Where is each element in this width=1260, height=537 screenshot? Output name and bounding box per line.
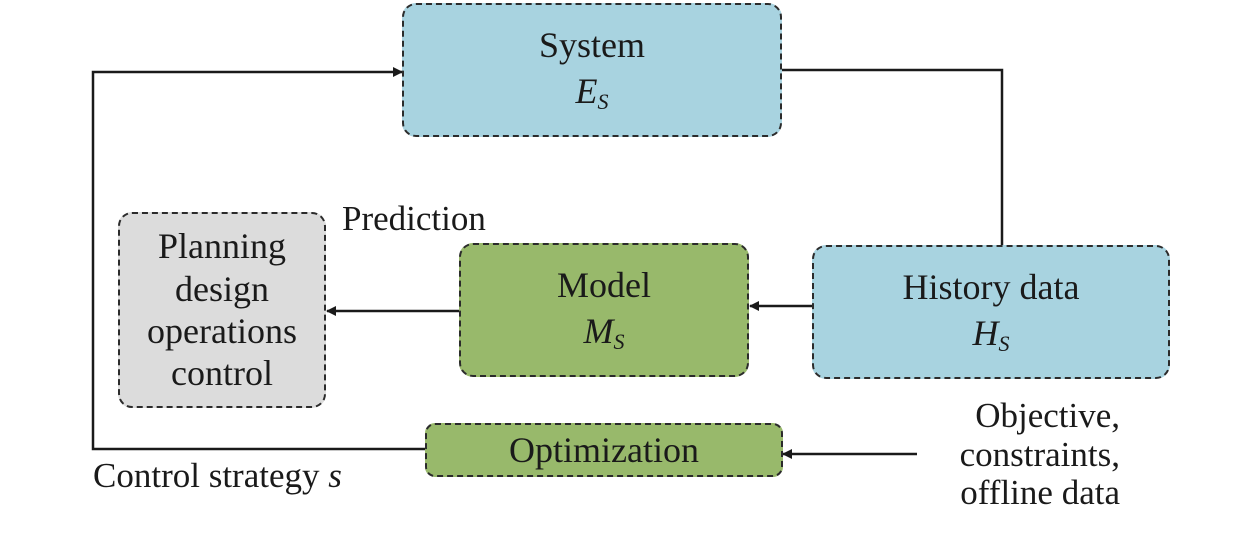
objective-line-1: Objective,	[975, 396, 1120, 435]
history-symbol: HS	[972, 313, 1010, 357]
model-title: Model	[557, 265, 651, 306]
planning-node: Planning design operations control	[118, 212, 326, 408]
history-node: History data HS	[812, 245, 1170, 379]
objective-line-3: offline data	[960, 473, 1120, 512]
system-symbol: ES	[575, 71, 609, 115]
planning-line-4: control	[171, 353, 273, 394]
control-strategy-label: Control strategy s	[93, 456, 342, 495]
prediction-label: Prediction	[342, 199, 486, 238]
optimization-node: Optimization	[425, 423, 783, 477]
model-node: Model MS	[459, 243, 749, 377]
optimization-title: Optimization	[509, 429, 699, 470]
system-node: System ES	[402, 3, 782, 137]
planning-line-1: Planning	[157, 226, 286, 267]
history-title: History data	[902, 267, 1080, 308]
planning-line-2: design	[175, 268, 269, 309]
model-symbol: MS	[583, 311, 625, 355]
objective-line-2: constraints,	[959, 434, 1120, 474]
edge-optimization-to-system	[91, 67, 425, 451]
system-title: System	[538, 25, 645, 66]
edge-system-to-history	[782, 68, 1004, 245]
objective-label: Objective, constraints, offline data	[959, 396, 1120, 513]
planning-line-3: operations	[147, 311, 297, 351]
